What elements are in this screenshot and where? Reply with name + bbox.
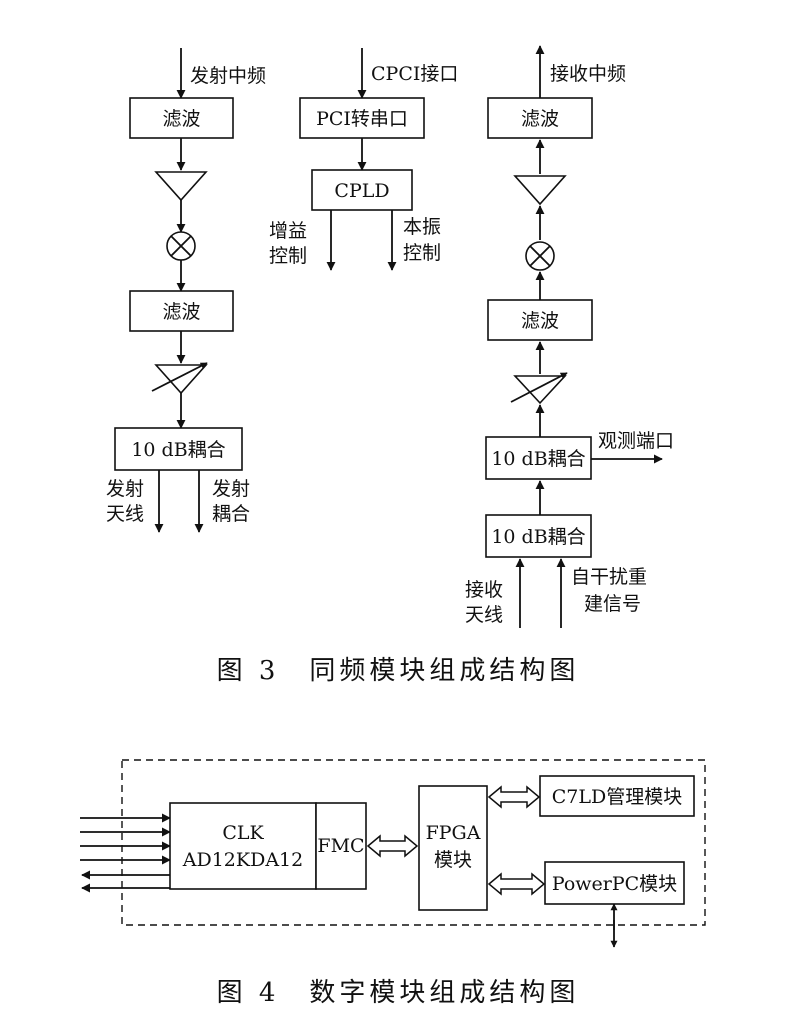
fpga-line2: 模块 — [434, 849, 472, 871]
rx-filter2-label: 滤波 — [521, 310, 559, 332]
tx-amplifier-icon — [154, 171, 208, 202]
fpga-c7ld-double-arrow — [487, 785, 541, 809]
adc-dac-box — [169, 802, 317, 890]
rx-in1-line2: 天线 — [465, 604, 503, 626]
digital-module-boundary — [121, 759, 706, 926]
figure4: CLK AD12KDA12 FMC FPGA 模块 C7LD管理模块 Power… — [80, 759, 706, 1008]
ctrl-cpld-box — [311, 169, 413, 211]
rx-amplifier-icon — [513, 175, 567, 206]
tx-coupler-box — [114, 427, 243, 471]
rx-in2-line1: 自干扰重 — [571, 566, 647, 588]
tx-mixer-icon — [166, 231, 196, 261]
c7ld-label: C7LD管理模块 — [552, 786, 682, 808]
powerpc-label: PowerPC模块 — [552, 873, 677, 895]
c7ld-box — [539, 775, 695, 817]
rx-in2-line2: 建信号 — [584, 593, 641, 615]
rx-coupler1-label: 10 dB耦合 — [491, 448, 585, 470]
tx-out1-line2: 天线 — [106, 503, 144, 525]
tx-out2-line1: 发射 — [212, 478, 250, 500]
tx-filter2-label: 滤波 — [162, 301, 200, 323]
ctrl-cpld-label: CPLD — [334, 180, 389, 202]
fpga-box — [418, 785, 488, 911]
fmc-label: FMC — [317, 835, 364, 857]
tx-out2-line2: 耦合 — [212, 503, 250, 525]
tx-filter1-label: 滤波 — [162, 108, 200, 130]
fmc-fpga-double-arrow — [366, 834, 419, 858]
ctrl-chain: CPCI接口 PCI转串口 CPLD 增益 控制 本振 控制 — [269, 48, 458, 271]
tx-coupler-label: 10 dB耦合 — [131, 439, 225, 461]
figure3: 发射中频 滤波 滤波 10 dB耦合 — [106, 45, 674, 686]
rx-output-label: 接收中频 — [550, 63, 626, 85]
rx-in1-line1: 接收 — [465, 579, 503, 601]
tx-chain: 发射中频 滤波 滤波 10 dB耦合 — [106, 48, 266, 533]
tx-out1-line1: 发射 — [106, 478, 144, 500]
rx-coupler2-box — [485, 514, 592, 558]
adc-line2: AD12KDA12 — [182, 849, 303, 871]
figure3-caption: 图 3 同频模块组成结构图 — [217, 656, 580, 686]
fpga-powerpc-double-arrow — [487, 872, 546, 896]
ctrl-out1-line2: 控制 — [269, 245, 307, 267]
figure4-caption: 图 4 数字模块组成结构图 — [217, 978, 580, 1008]
fpga-line1: FPGA — [426, 822, 481, 844]
fmc-box — [315, 802, 367, 890]
tx-variable-amplifier-icon — [151, 362, 208, 395]
ctrl-pci-box — [299, 97, 425, 139]
tx-input-label: 发射中频 — [190, 65, 266, 87]
ctrl-out2-line1: 本振 — [403, 216, 441, 238]
rx-variable-amplifier-icon — [510, 372, 568, 405]
adc-line1: CLK — [222, 822, 264, 844]
rx-coupler1-box — [485, 436, 592, 480]
rx-filter1-label: 滤波 — [521, 108, 559, 130]
rx-mixer-icon — [525, 241, 555, 271]
powerpc-box — [544, 861, 685, 905]
rx-filter2-box — [487, 299, 593, 341]
ctrl-input-label: CPCI接口 — [371, 63, 458, 85]
rx-chain: 接收中频 滤波 滤波 10 dB耦合 观测端口 — [465, 45, 674, 628]
rx-coupler2-label: 10 dB耦合 — [491, 526, 585, 548]
ctrl-out2-line2: 控制 — [403, 242, 441, 264]
rx-filter1-box — [487, 97, 593, 139]
ctrl-out1-line1: 增益 — [269, 220, 307, 242]
ctrl-pci-label: PCI转串口 — [316, 108, 408, 130]
rx-observe-label: 观测端口 — [598, 430, 674, 452]
